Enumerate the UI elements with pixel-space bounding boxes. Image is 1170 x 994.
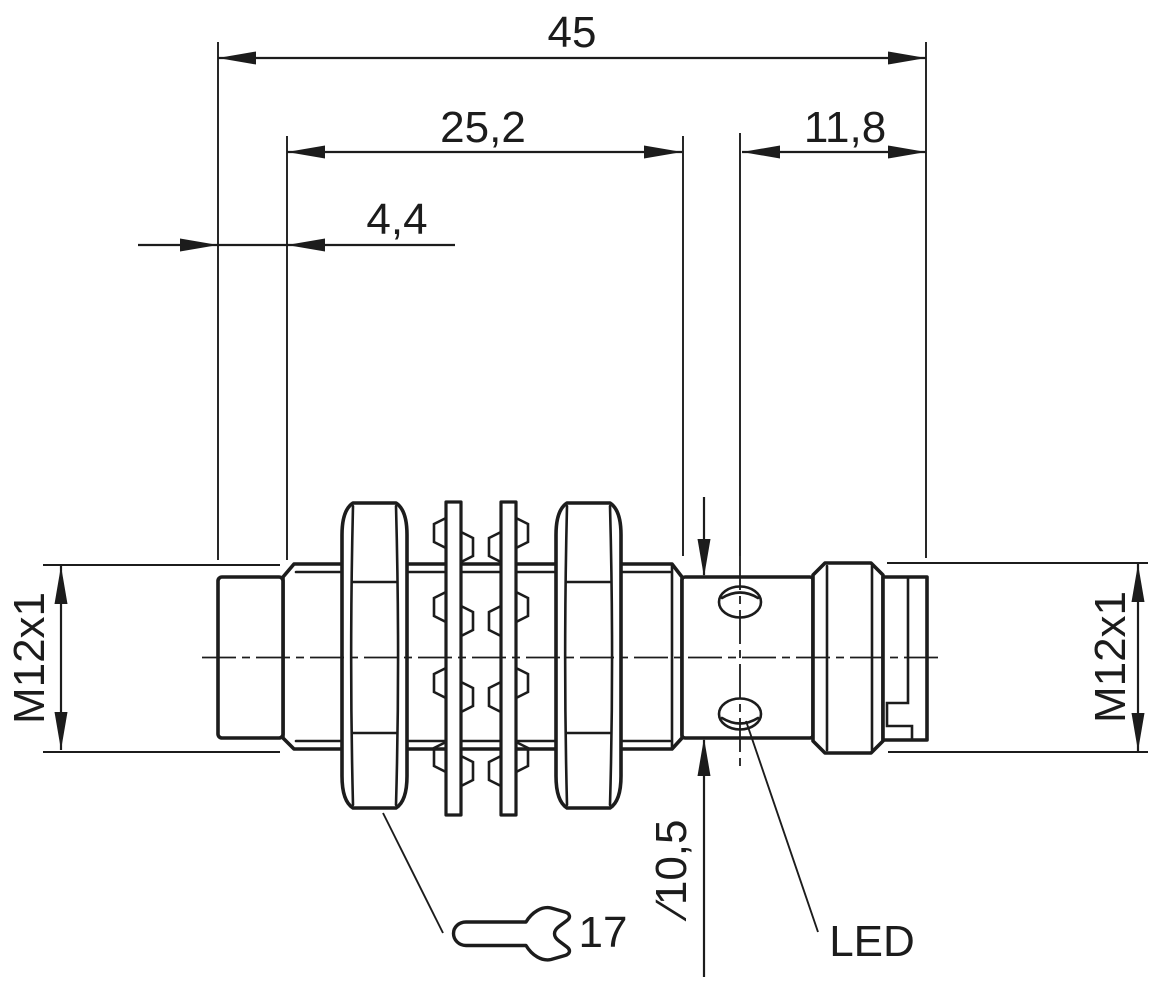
dim-thread-length: 25,2	[287, 103, 682, 159]
wrench-leader-line	[382, 812, 444, 934]
wrench-size-label: 17	[579, 908, 628, 957]
sensor-body	[216, 500, 929, 817]
led-label: LED	[829, 917, 915, 966]
hex-nut-2	[554, 501, 623, 810]
dim-housing-diameter: ∕10,5	[647, 497, 711, 977]
dim-connector-thread-size-label: M12x1	[1086, 591, 1135, 723]
dim-overall-length: 45	[218, 8, 926, 65]
lock-washer-2	[487, 500, 530, 817]
dim-rear-length-label: 11,8	[804, 103, 886, 152]
dim-housing-diameter-label: ∕10,5	[647, 820, 696, 922]
connector-keyway	[885, 576, 914, 741]
wrench-icon	[451, 905, 572, 962]
dim-tip-length-label: 4,4	[366, 195, 427, 244]
dim-thread-size-left-label: M12x1	[5, 592, 54, 724]
dim-overall-length-label: 45	[548, 8, 597, 57]
dim-rear-length: 11,8	[742, 103, 926, 159]
connector-plug	[881, 575, 929, 742]
connector-ring	[811, 561, 885, 755]
dim-thread-size-left: M12x1	[5, 566, 68, 750]
wrench-size-callout: 17	[382, 812, 628, 962]
led-callout: LED	[745, 720, 915, 966]
hex-nut-1	[340, 501, 409, 810]
lock-washer-1	[432, 500, 475, 817]
extension-lines	[43, 42, 1148, 753]
dim-connector-thread-size: M12x1	[1086, 564, 1145, 751]
led-leader-line	[745, 720, 819, 933]
dim-tip-length: 4,4	[138, 195, 455, 252]
dim-thread-length-label: 25,2	[440, 103, 526, 152]
